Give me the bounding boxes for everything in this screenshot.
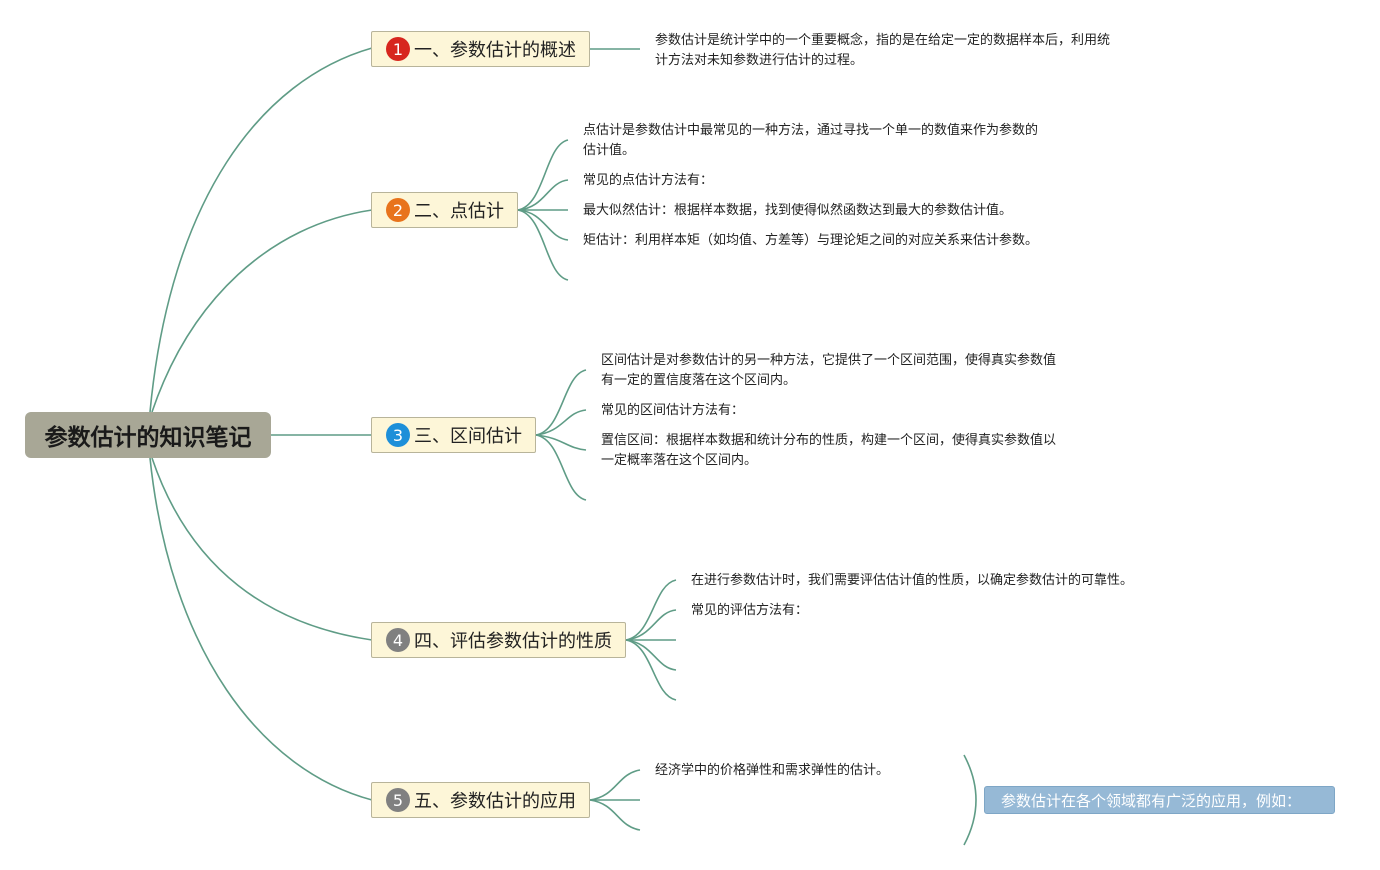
root-topic[interactable]: 参数估计的知识笔记 xyxy=(25,412,271,458)
note-line: 计方法对未知参数进行估计的过程。 xyxy=(655,53,864,68)
number-2-badge-icon: 2 xyxy=(386,198,410,222)
link-topic-4-note-2 xyxy=(625,609,677,641)
topic-4-evaluate-properties[interactable]: 4 四、评估参数估计的性质 xyxy=(371,622,626,658)
note-line: 一定概率落在这个区间内。 xyxy=(601,453,758,468)
topic-label: 二、点估计 xyxy=(414,201,504,222)
note-line: 估计值。 xyxy=(583,143,636,158)
link-topic-3-note-3 xyxy=(535,434,587,451)
moment-estimation-note[interactable]: 矩估计：利用样本矩（如均值、方差等）与理论矩之间的对应关系来估计参数。 xyxy=(583,231,1038,251)
link-topic-2-note-2 xyxy=(517,179,569,211)
note-line: 经济学中的价格弹性和需求弹性的估计。 xyxy=(655,763,890,778)
note-line: 常见的区间估计方法有： xyxy=(601,403,745,418)
overview-note[interactable]: 参数估计是统计学中的一个重要概念，指的是在给定一定的数据样本后，利用统 计方法对… xyxy=(655,31,1110,71)
link-topic-5-note-3 xyxy=(589,799,641,831)
point-methods-note[interactable]: 常见的点估计方法有： xyxy=(583,171,713,191)
link-topic-4-note-1 xyxy=(625,579,677,641)
topic-1-overview[interactable]: 1 一、参数估计的概述 xyxy=(371,31,590,67)
interval-methods-note[interactable]: 常见的区间估计方法有： xyxy=(601,401,744,421)
link-root-topic-5 xyxy=(149,457,373,801)
interval-estimation-definition-note[interactable]: 区间估计是对参数估计的另一种方法，它提供了一个区间范围，使得真实参数值 有一定的… xyxy=(601,351,1056,391)
number-4-badge-icon: 4 xyxy=(386,628,410,652)
callout-text: 参数估计在各个领域都有广泛的应用，例如： xyxy=(1001,791,1302,810)
note-line: 置信区间：根据样本数据和统计分布的性质，构建一个区间，使得真实参数值以 xyxy=(601,433,1057,448)
link-root-topic-4 xyxy=(151,457,373,641)
number-1-badge-icon: 1 xyxy=(386,37,410,61)
evaluate-intro-note[interactable]: 在进行参数估计时，我们需要评估估计值的性质，以确定参数估计的可靠性。 xyxy=(691,571,1133,591)
note-line: 常见的点估计方法有： xyxy=(583,173,714,188)
note-line: 点估计是参数估计中最常见的一种方法，通过寻找一个单一的数值来作为参数的 xyxy=(583,123,1039,138)
link-topic-3-note-1 xyxy=(535,369,587,436)
note-line: 在进行参数估计时，我们需要评估估计值的性质，以确定参数估计的可靠性。 xyxy=(691,573,1134,588)
topic-label: 一、参数估计的概述 xyxy=(414,40,576,61)
topic-5-applications[interactable]: 5 五、参数估计的应用 xyxy=(371,782,590,818)
callout-bracket xyxy=(963,754,977,846)
note-line: 最大似然估计：根据样本数据，找到使得似然函数达到最大的参数估计值。 xyxy=(583,203,1013,218)
confidence-interval-note[interactable]: 置信区间：根据样本数据和统计分布的性质，构建一个区间，使得真实参数值以 一定概率… xyxy=(601,431,1056,471)
topic-3-interval-estimation[interactable]: 3 三、区间估计 xyxy=(371,417,536,453)
link-topic-4-note-5 xyxy=(625,639,677,701)
note-line: 有一定的置信度落在这个区间内。 xyxy=(601,373,797,388)
topic-2-point-estimation[interactable]: 2 二、点估计 xyxy=(371,192,518,228)
link-topic-3-note-4 xyxy=(535,434,587,501)
applications-callout[interactable]: 参数估计在各个领域都有广泛的应用，例如： xyxy=(984,786,1335,814)
root-title: 参数估计的知识笔记 xyxy=(44,425,252,451)
topic-label: 五、参数估计的应用 xyxy=(414,791,576,812)
number-3-badge-icon: 3 xyxy=(386,423,410,447)
mle-note[interactable]: 最大似然估计：根据样本数据，找到使得似然函数达到最大的参数估计值。 xyxy=(583,201,1012,221)
note-line: 参数估计是统计学中的一个重要概念，指的是在给定一定的数据样本后，利用统 xyxy=(655,33,1111,48)
note-line: 常见的评估方法有： xyxy=(691,603,809,618)
link-root-topic-2 xyxy=(151,209,373,413)
link-root-topic-1 xyxy=(149,47,373,413)
point-estimation-definition-note[interactable]: 点估计是参数估计中最常见的一种方法，通过寻找一个单一的数值来作为参数的 估计值。 xyxy=(583,121,1038,161)
link-topic-2-note-4 xyxy=(517,209,569,241)
topic-label: 三、区间估计 xyxy=(414,426,522,447)
link-topic-4-note-4 xyxy=(625,639,677,671)
number-5-badge-icon: 5 xyxy=(386,788,410,812)
note-line: 区间估计是对参数估计的另一种方法，它提供了一个区间范围，使得真实参数值 xyxy=(601,353,1057,368)
link-topic-3-note-2 xyxy=(535,409,587,436)
link-topic-2-note-5 xyxy=(517,209,569,281)
topic-label: 四、评估参数估计的性质 xyxy=(414,631,612,652)
link-topic-5-note-1 xyxy=(589,769,641,801)
evaluate-methods-note[interactable]: 常见的评估方法有： xyxy=(691,601,808,621)
link-topic-2-note-1 xyxy=(517,139,569,211)
economics-application-note[interactable]: 经济学中的价格弹性和需求弹性的估计。 xyxy=(655,761,889,781)
note-line: 矩估计：利用样本矩（如均值、方差等）与理论矩之间的对应关系来估计参数。 xyxy=(583,233,1039,248)
